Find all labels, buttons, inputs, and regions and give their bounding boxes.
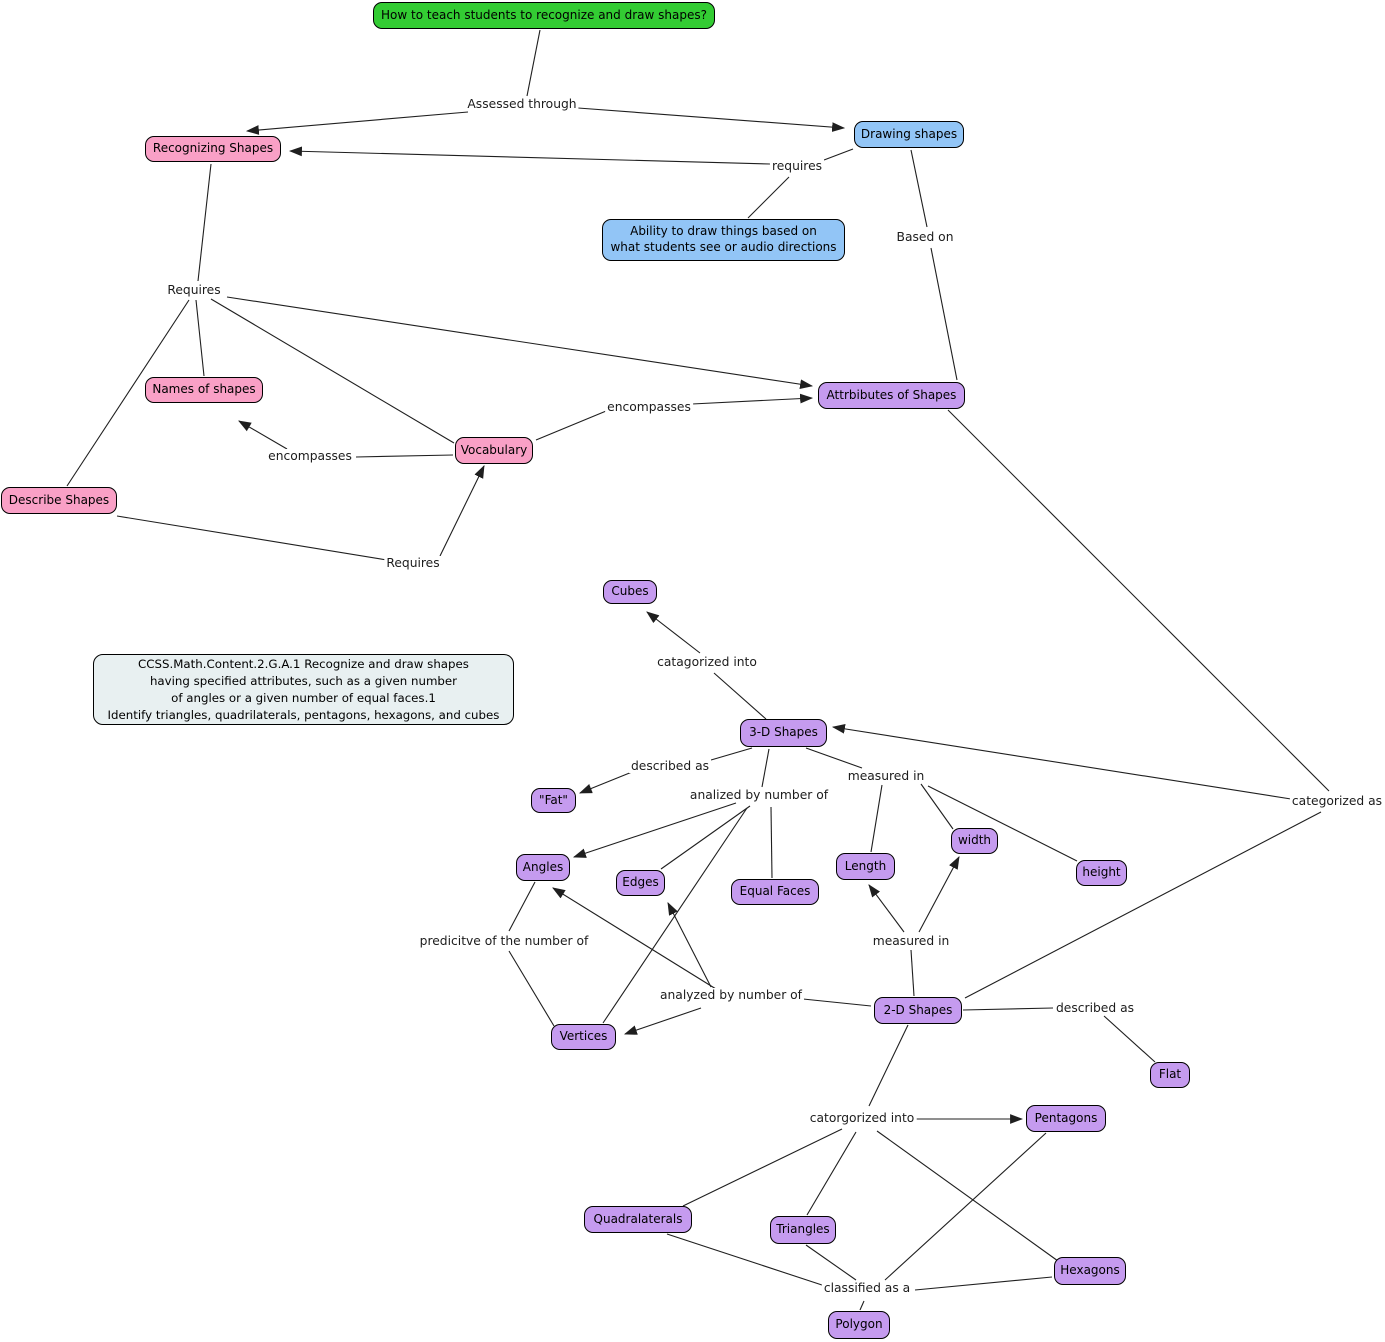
edge-label-encompasses-left[interactable]: encompasses (266, 449, 354, 463)
connector-line (552, 887, 717, 990)
connector-line (226, 296, 814, 390)
connector-line (288, 146, 771, 165)
connector-line (210, 298, 455, 444)
connector-line (439, 465, 485, 557)
connector-line (868, 884, 905, 933)
edge-label-categorized-as[interactable]: categorized as (1289, 794, 1385, 808)
connector-line (770, 806, 773, 879)
connector-line (910, 949, 915, 997)
connector-line (682, 1128, 843, 1207)
node-length[interactable]: Length (836, 853, 895, 880)
node-ccss-standard[interactable]: CCSS.Math.Content.2.G.A.1 Recognize and … (93, 654, 514, 725)
node-triangles[interactable]: Triangles (770, 1216, 836, 1244)
node-hexagons[interactable]: Hexagons (1054, 1257, 1126, 1285)
connector-line (802, 998, 872, 1007)
connector-line (930, 247, 958, 381)
edge-label-measured-in-2d[interactable]: measured in (870, 934, 952, 948)
connector-line (876, 1130, 1059, 1262)
connector-line (572, 802, 737, 858)
connector-line (667, 902, 712, 988)
node-names-of-shapes[interactable]: Names of shapes (145, 377, 263, 403)
node-angles[interactable]: Angles (516, 854, 570, 881)
node-attributes-of-shapes[interactable]: Attrbibutes of Shapes (818, 382, 965, 409)
node-vertices[interactable]: Vertices (551, 1024, 616, 1050)
connector-line (962, 1007, 1054, 1011)
node-describe-shapes[interactable]: Describe Shapes (1, 487, 117, 514)
connector-line (197, 163, 212, 282)
node-cubes[interactable]: Cubes (603, 580, 657, 604)
connector-line (195, 299, 205, 377)
connector-line (823, 148, 854, 161)
connector-line (870, 784, 883, 853)
connector-line (713, 672, 767, 720)
edge-label-described-as-3d[interactable]: described as (628, 759, 712, 773)
connector-line (884, 1132, 1047, 1281)
edge-label-predicitve-of-the-number-of[interactable]: predicitve of the number of (417, 934, 591, 948)
node-drawing-shapes[interactable]: Drawing shapes (854, 121, 964, 148)
node-edges[interactable]: Edges (616, 870, 665, 896)
node-2d-shapes[interactable]: 2-D Shapes (874, 997, 962, 1024)
connector-line (710, 747, 753, 761)
node-height[interactable]: height (1076, 860, 1127, 886)
connector-line (508, 881, 536, 932)
node-recognizing-shapes[interactable]: Recognizing Shapes (145, 136, 281, 162)
connector-line (66, 299, 190, 487)
connector-line (806, 1131, 857, 1216)
connector-line (805, 747, 863, 769)
edge-label-requires-lower[interactable]: Requires (384, 556, 442, 570)
node-3d-shapes[interactable]: 3-D Shapes (740, 719, 827, 747)
edge-label-based-on[interactable]: Based on (894, 230, 956, 244)
connector-line (947, 409, 1330, 792)
node-vocabulary[interactable]: Vocabulary (455, 437, 533, 464)
node-fat[interactable]: "Fat" (531, 788, 576, 813)
connector-line (577, 107, 846, 132)
connector-line (761, 748, 770, 788)
edge-label-analized-by-number-of[interactable]: analized by number of (687, 788, 831, 802)
edge-label-encompasses-top[interactable]: encompasses (605, 400, 693, 414)
connector-line (623, 1007, 702, 1035)
connector-line (910, 149, 928, 228)
connector-line (691, 393, 814, 405)
node-flat[interactable]: Flat (1150, 1062, 1190, 1088)
edge-label-catagorized-into[interactable]: catagorized into (655, 655, 759, 669)
connector-line (646, 611, 701, 654)
connector-line (831, 724, 1292, 800)
node-ability-to-draw[interactable]: Ability to draw things based on what stu… (602, 219, 845, 261)
connector-line (245, 111, 469, 135)
connector-line (508, 950, 555, 1027)
connector-line (355, 454, 454, 458)
connector-line (859, 1300, 865, 1311)
connector-line (1103, 1015, 1156, 1063)
node-equal-faces[interactable]: Equal Faces (731, 879, 819, 905)
connector-line (526, 29, 541, 97)
connector-line (964, 811, 1322, 999)
node-width[interactable]: width (951, 828, 998, 854)
edge-label-assessed-through[interactable]: Assessed through (465, 97, 579, 111)
edge-label-classified-as-a[interactable]: classified as a (821, 1281, 913, 1295)
edge-label-measured-in-3d[interactable]: measured in (845, 769, 927, 783)
node-pentagons[interactable]: Pentagons (1026, 1105, 1106, 1132)
connector-line (578, 771, 633, 794)
edge-label-requires-top[interactable]: requires (769, 159, 825, 173)
node-question[interactable]: How to teach students to recognize and d… (373, 2, 715, 29)
connector-line (666, 1233, 826, 1287)
connector-line (660, 805, 751, 870)
node-quadralaterals[interactable]: Quadralaterals (584, 1206, 692, 1233)
connector-line (116, 515, 388, 561)
connector-line (927, 785, 1078, 862)
connector-line (805, 1244, 857, 1281)
connector-line (868, 1024, 909, 1107)
edge-label-analyzed-by-number-of[interactable]: analyzed by number of (657, 988, 805, 1002)
connector-line (918, 856, 960, 933)
connector-line (920, 783, 954, 830)
connector-line (535, 408, 612, 441)
connector-line (747, 176, 790, 219)
edge-label-requires-hub[interactable]: Requires (165, 283, 223, 297)
connector-line (238, 420, 288, 450)
edge-label-described-as-2d[interactable]: described as (1053, 1001, 1137, 1015)
edge-label-catorgorized-into[interactable]: catorgorized into (807, 1111, 917, 1125)
connector-line (914, 1276, 1053, 1291)
node-polygon[interactable]: Polygon (828, 1311, 890, 1339)
